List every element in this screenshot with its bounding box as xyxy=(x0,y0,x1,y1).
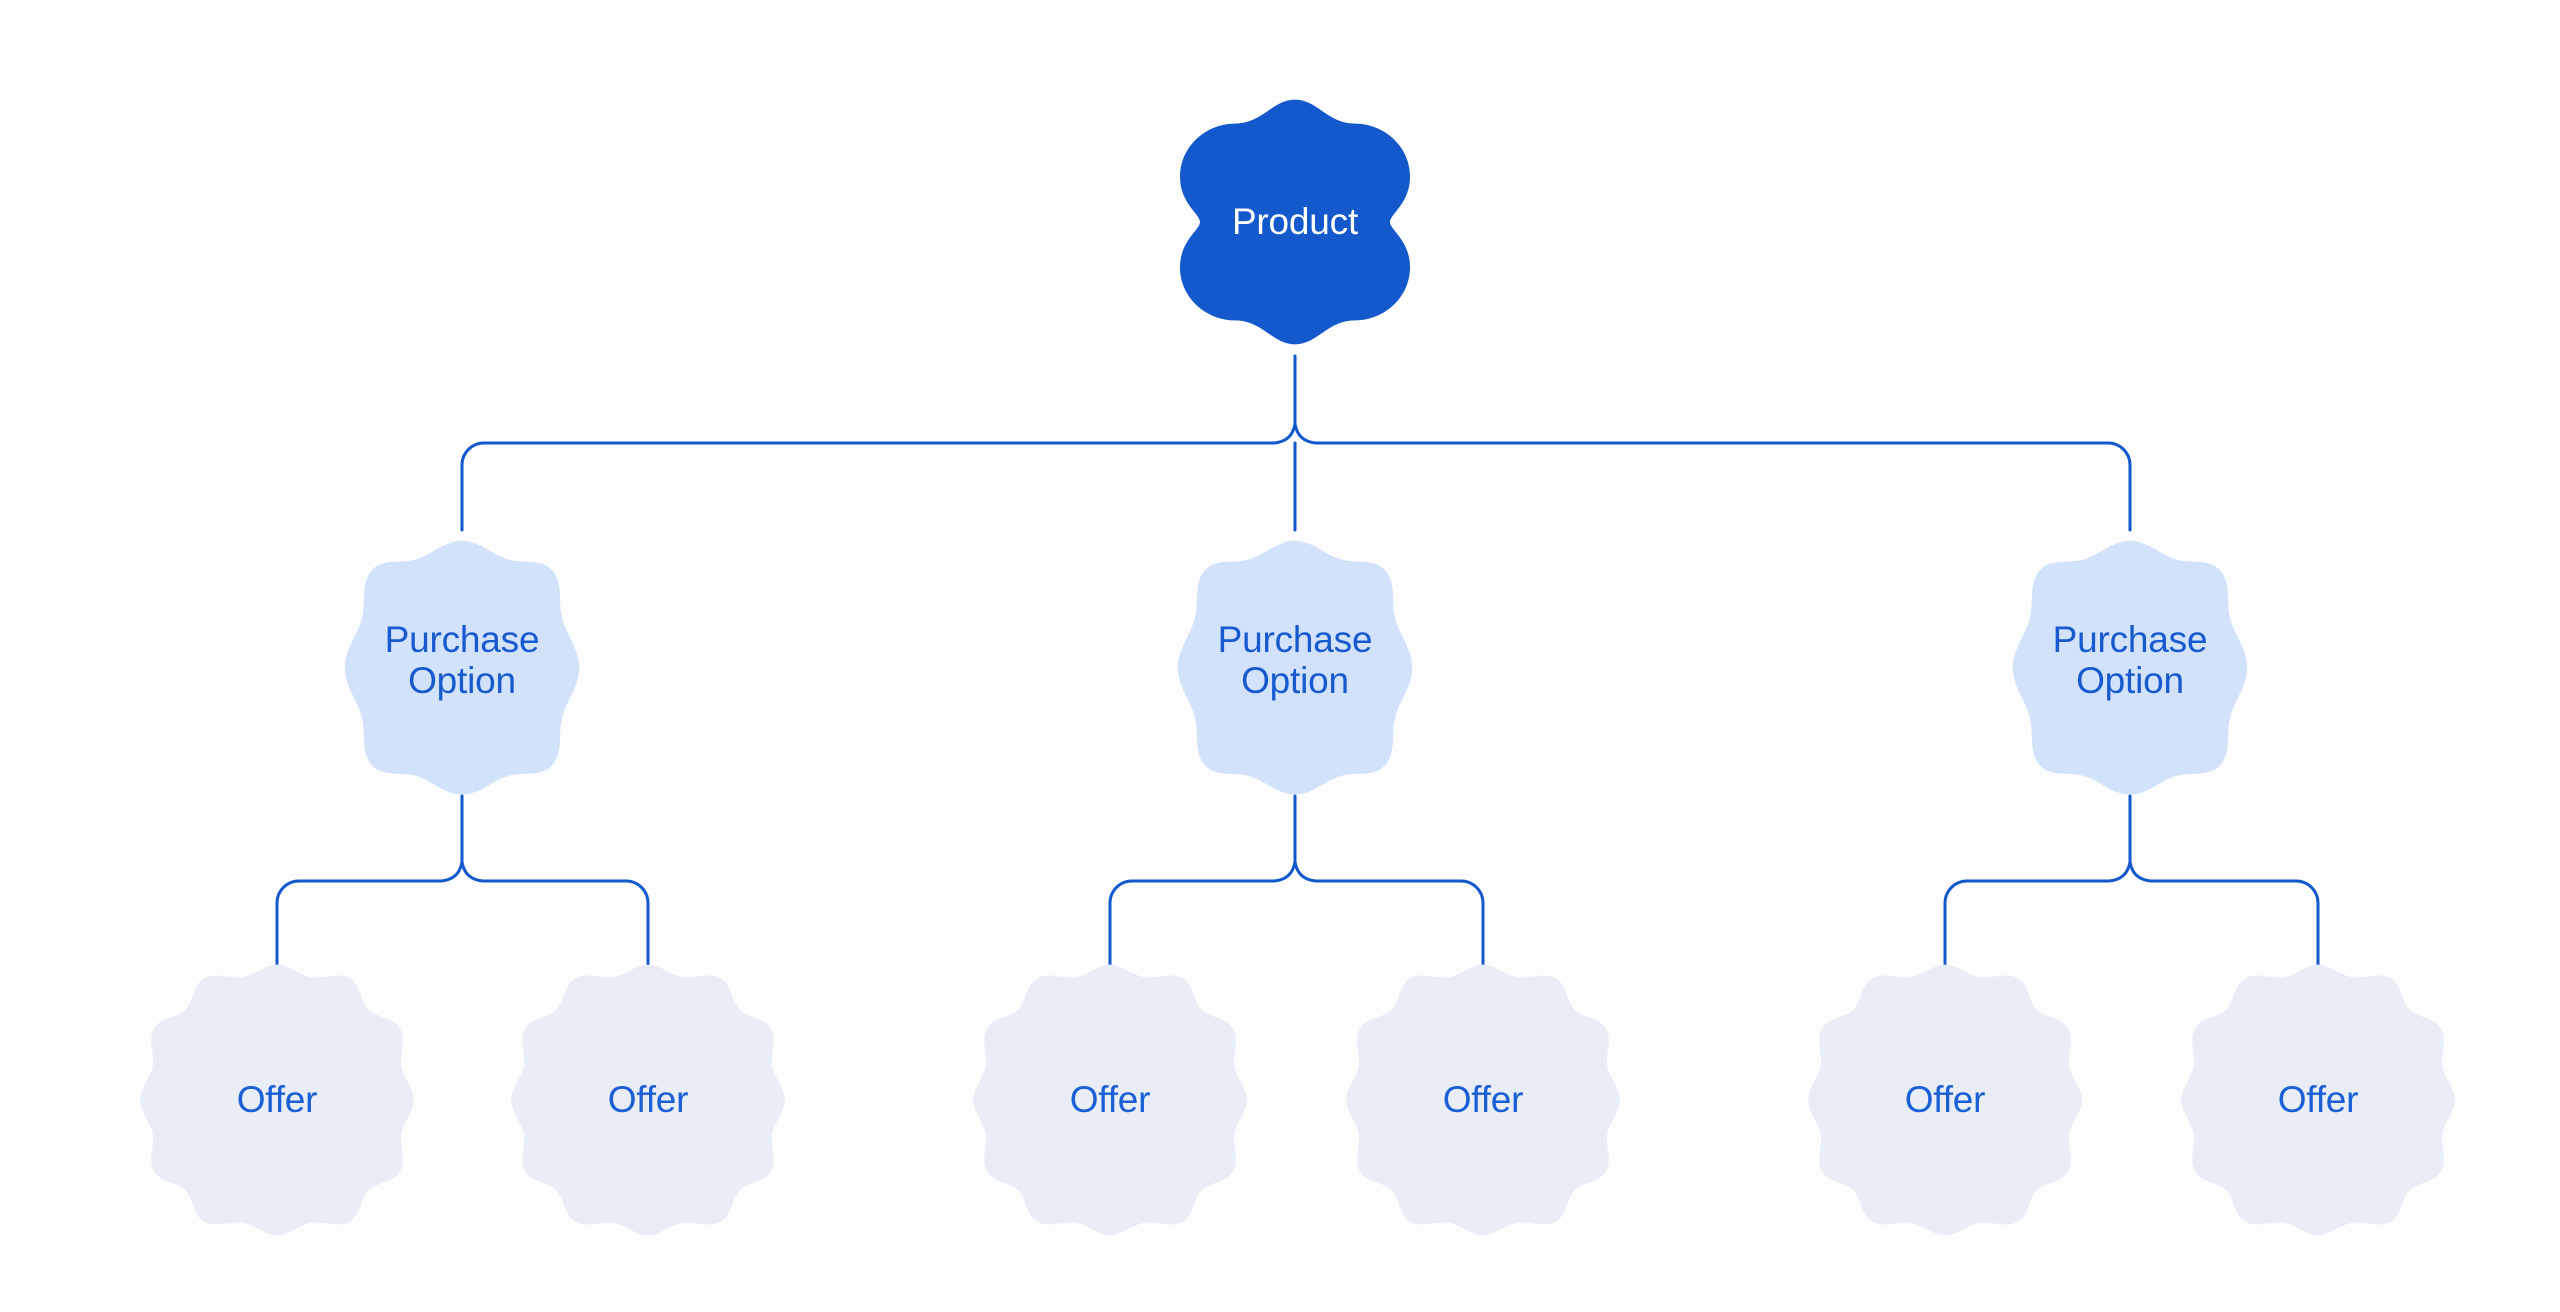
node-offer-6[interactable]: Offer xyxy=(2177,957,2459,1243)
node-offer-label: Offer xyxy=(236,1079,318,1121)
node-purchase-option-1[interactable]: Purchase Option xyxy=(319,514,605,806)
node-offer-4[interactable]: Offer xyxy=(1342,957,1624,1243)
edge-po-2-to-offer-4 xyxy=(1314,879,1485,970)
offer-scallop-shape xyxy=(1346,964,1620,1236)
node-offer-3[interactable]: Offer xyxy=(969,957,1251,1243)
edge-po-1-to-offer-2 xyxy=(481,879,650,970)
edge-po-3-flare-left xyxy=(2107,860,2132,883)
node-offer-label: Offer xyxy=(2277,1079,2359,1121)
node-product-label: Product xyxy=(1231,201,1359,243)
node-purchase-option-label: Purchase Option xyxy=(384,618,540,701)
node-offer-2[interactable]: Offer xyxy=(507,957,789,1243)
edge-po-2-to-offer-3 xyxy=(1108,879,1276,970)
node-purchase-option-label: Purchase Option xyxy=(2052,618,2208,701)
purchase-option-flower-shape xyxy=(2012,540,2248,795)
offer-scallop-shape xyxy=(1808,964,2082,1236)
edge-po-3-to-offer-5 xyxy=(1943,879,2111,970)
edge-po-2-flare-left xyxy=(1272,860,1297,883)
edge-po-3-to-offer-6 xyxy=(2149,879,2320,970)
edge-po-1-flare-right xyxy=(460,860,485,883)
node-offer-5[interactable]: Offer xyxy=(1804,957,2086,1243)
offer-scallop-shape xyxy=(2181,964,2455,1236)
offer-scallop-shape xyxy=(511,964,785,1236)
node-purchase-option-2[interactable]: Purchase Option xyxy=(1152,514,1438,806)
node-offer-label: Offer xyxy=(1904,1079,1986,1121)
node-purchase-option-label: Purchase Option xyxy=(1217,618,1373,701)
edge-po-3-flare-right xyxy=(2128,860,2153,883)
edge-po-2-flare-right xyxy=(1293,860,1318,883)
node-offer-label: Offer xyxy=(607,1079,689,1121)
purchase-option-flower-shape xyxy=(1177,540,1413,795)
node-product[interactable]: Product xyxy=(1170,89,1420,355)
node-offer-label: Offer xyxy=(1442,1079,1524,1121)
offer-scallop-shape xyxy=(140,964,414,1236)
offer-scallop-shape xyxy=(973,964,1247,1236)
node-offer-label: Offer xyxy=(1069,1079,1151,1121)
product-blob-shape xyxy=(1180,99,1410,345)
node-purchase-option-3[interactable]: Purchase Option xyxy=(1987,514,2273,806)
edge-product-flare-right xyxy=(1293,422,1318,445)
purchase-option-flower-shape xyxy=(344,540,580,795)
edge-product-flare-left xyxy=(1272,422,1297,445)
node-offer-1[interactable]: Offer xyxy=(136,957,418,1243)
edge-po-1-flare-left xyxy=(439,860,464,883)
edge-po-1-to-offer-1 xyxy=(275,879,443,970)
